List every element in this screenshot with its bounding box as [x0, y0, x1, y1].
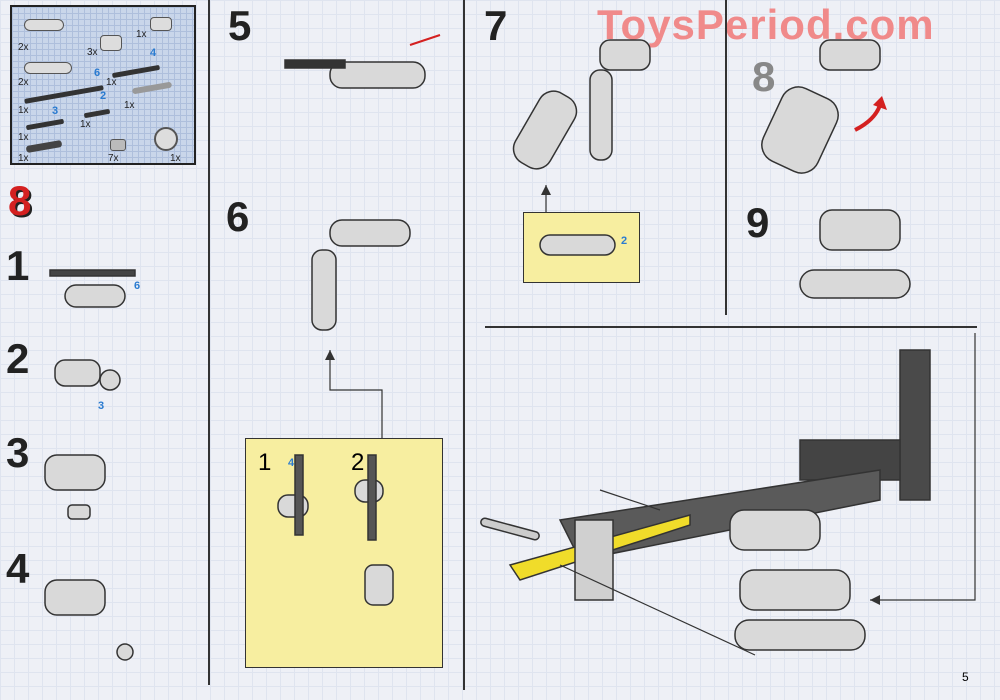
- part-number: 6: [94, 67, 101, 79]
- substep-header: 8: [8, 177, 32, 224]
- step-number: 8: [752, 53, 776, 100]
- step-number: 4: [6, 545, 30, 592]
- divider: [485, 326, 977, 328]
- part-number: 6: [134, 280, 141, 292]
- part-qty: 1x: [136, 29, 147, 40]
- part-qty: 3x: [87, 47, 98, 58]
- gear-part: [154, 127, 178, 151]
- part-qty: 7x: [108, 153, 119, 164]
- beam-part: [24, 62, 72, 74]
- parts-list: 2x 3x 1x 2x 4 1x 6 1x 1x 2 1x 3 1x 1x 7x…: [10, 5, 196, 165]
- part-number: 3: [52, 105, 59, 117]
- divider: [208, 0, 210, 685]
- part-qty: 1x: [18, 105, 29, 116]
- divider: [463, 0, 465, 690]
- part-number: 3: [98, 400, 105, 412]
- page-number: 5: [962, 670, 969, 684]
- part-number: 4: [150, 47, 157, 59]
- step-number: 5: [228, 2, 252, 49]
- divider: [725, 0, 727, 315]
- part-qty: 1x: [124, 100, 135, 111]
- part-qty: 1x: [18, 132, 29, 143]
- step-number: 9: [746, 199, 770, 246]
- beam-part: [24, 19, 64, 31]
- step-number: 3: [6, 429, 30, 476]
- step-number: 2: [6, 335, 30, 382]
- part-qty: 2x: [18, 42, 29, 53]
- bush-part: [110, 139, 126, 151]
- connector-part: [150, 17, 172, 31]
- part-qty: 1x: [106, 77, 117, 88]
- connector-part: [100, 35, 122, 51]
- part-qty: 1x: [170, 153, 181, 164]
- part-qty: 2x: [18, 77, 29, 88]
- watermark: ToysPeriod.com: [597, 1, 935, 48]
- part-qty: 1x: [80, 119, 91, 130]
- part-qty: 1x: [18, 153, 29, 164]
- step-number: 7: [484, 2, 508, 49]
- step-number: 6: [226, 193, 250, 240]
- part-number: 2: [100, 90, 107, 102]
- step-number: 1: [6, 242, 30, 289]
